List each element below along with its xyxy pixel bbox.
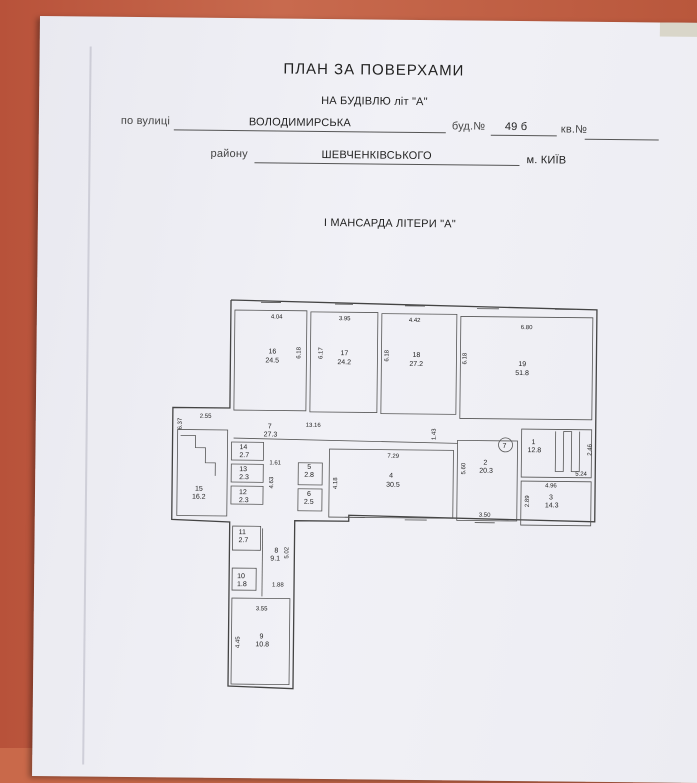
room-area: 24.2 <box>337 359 351 366</box>
dim-label: 4.63 <box>269 476 275 488</box>
room-num: 5 <box>307 464 311 471</box>
dim-label: 5.02 <box>284 546 290 558</box>
room-num: 10 <box>237 573 245 580</box>
stair-left <box>180 435 215 475</box>
stair-marker: 7 <box>502 443 506 450</box>
room-num: 7 <box>268 423 272 430</box>
room-area: 27.2 <box>409 361 423 368</box>
room-num: 9 <box>259 633 263 640</box>
dim-label: 6.18 <box>296 346 302 358</box>
room-num: 14 <box>239 444 247 451</box>
dim-label: 4.42 <box>409 318 421 324</box>
dim-label: 5.60 <box>461 462 467 474</box>
dim-label: 6.18 <box>462 352 468 364</box>
room-num: 17 <box>340 350 348 357</box>
dim-label: 2.89 <box>525 495 531 507</box>
room-area: 2.7 <box>238 537 248 544</box>
room-num: 15 <box>195 486 203 493</box>
room-area: 2.3 <box>239 474 249 481</box>
dim-label: 3.95 <box>339 316 351 322</box>
dim-label: 13.16 <box>306 423 322 429</box>
room-area: 12.8 <box>527 447 541 454</box>
room-area: 27.3 <box>264 431 278 438</box>
dim-label: 6.17 <box>318 347 324 359</box>
room-area: 20.3 <box>479 468 493 475</box>
document-page: ПЛАН ЗА ПОВЕРХАМИ НА БУДІВЛЮ літ "А" по … <box>32 16 697 783</box>
dim-label: 3.55 <box>256 606 268 612</box>
room-num: 18 <box>412 352 420 359</box>
room-2-box <box>457 440 518 521</box>
dim-label: 7.29 <box>387 454 399 460</box>
room-area: 2.7 <box>239 452 249 459</box>
room-area: 9.1 <box>270 555 280 562</box>
dim-label: 4.18 <box>333 477 339 489</box>
dim-label: 1.43 <box>432 428 438 440</box>
stair-right <box>555 431 579 471</box>
corridor-wall <box>234 438 458 443</box>
room-num: 8 <box>274 547 278 554</box>
room-area: 16.2 <box>192 494 206 501</box>
room-num: 3 <box>549 494 553 501</box>
room-num: 1 <box>532 439 536 446</box>
room-num: 6 <box>307 491 311 498</box>
room-num: 4 <box>389 473 393 480</box>
dim-label: 1.88 <box>272 582 284 588</box>
room-area: 2.5 <box>304 499 314 506</box>
room-area: 1.8 <box>237 581 247 588</box>
room-area: 2.3 <box>239 497 249 504</box>
room-8-wall <box>262 528 263 596</box>
dim-label: 5.24 <box>575 472 587 478</box>
dim-label: 1.61 <box>269 460 281 466</box>
dim-label: 4.45 <box>235 636 241 648</box>
dim-label: 4.96 <box>545 483 557 489</box>
room-num: 2 <box>483 460 487 467</box>
room-area: 24.5 <box>265 357 279 364</box>
dim-label: 3.50 <box>479 513 491 519</box>
dim-label: 6.80 <box>521 325 533 331</box>
dim-label: 2.55 <box>200 414 212 420</box>
room-num: 16 <box>268 348 276 355</box>
room-19-box <box>460 316 593 419</box>
dim-label: 6.18 <box>384 349 390 361</box>
floor-plan: 7 16 24.5 17 24.2 18 27.2 19 51.8 7 27.3… <box>32 16 697 783</box>
room-area: 30.5 <box>386 482 400 489</box>
room-area: 2.8 <box>304 472 314 479</box>
room-15-box <box>177 429 228 516</box>
room-area: 10.8 <box>255 641 269 648</box>
room-area: 14.3 <box>545 502 559 509</box>
room-num: 11 <box>239 529 246 536</box>
room-num: 13 <box>239 466 247 473</box>
room-num: 19 <box>518 361 526 368</box>
room-area: 51.8 <box>515 370 529 377</box>
dim-label: 4.04 <box>271 314 283 320</box>
dim-label: 2.46 <box>587 443 593 455</box>
dim-label: 6.37 <box>178 417 184 429</box>
room-num: 12 <box>239 489 247 496</box>
